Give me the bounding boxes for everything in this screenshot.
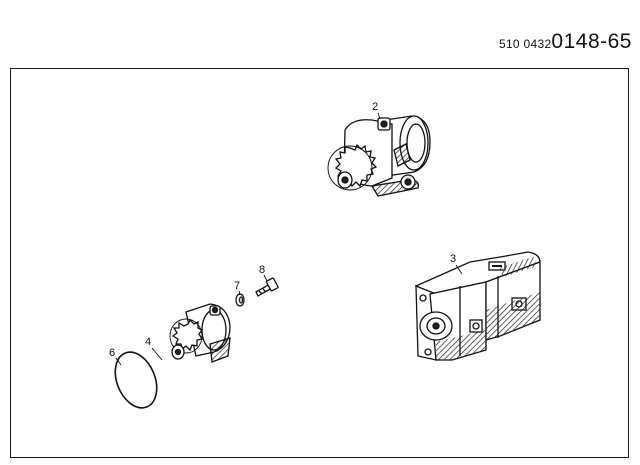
part-6-o-ring xyxy=(114,351,158,409)
callout-2: 2 xyxy=(372,101,378,113)
callout-4: 4 xyxy=(145,336,151,348)
part-4-small-pump xyxy=(169,303,231,363)
callout-8: 8 xyxy=(259,264,265,276)
part-8-bolt xyxy=(255,277,279,297)
drawing-number-main: 0148-65 xyxy=(551,30,632,53)
part-7-washer xyxy=(235,293,245,307)
drawing-frame xyxy=(10,68,629,458)
callout-3: 3 xyxy=(450,253,456,265)
part-2-gear-pump xyxy=(327,115,431,197)
callout-7: 7 xyxy=(234,280,240,292)
part-3-tandem-pump xyxy=(414,251,541,361)
drawing-number-prefix: 510 0432 xyxy=(498,37,552,51)
callout-6: 6 xyxy=(109,347,115,359)
drawing-number: 510 04320148-65 xyxy=(499,30,632,54)
part-4-gear xyxy=(171,318,204,352)
callouts: 2 3 4 6 7 8 xyxy=(109,101,463,366)
